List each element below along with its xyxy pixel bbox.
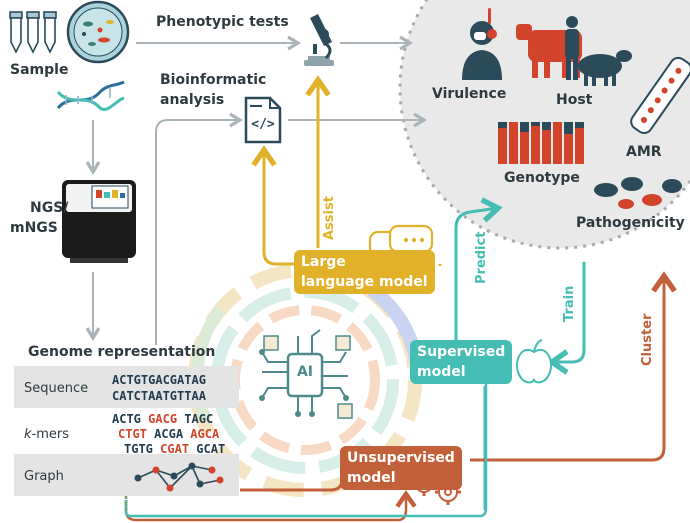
llm-box-line1: Large <box>301 254 346 270</box>
sequence-label: Sequence <box>24 381 89 396</box>
supervised-box-line2: model <box>417 364 466 380</box>
sick-person-icon <box>462 8 502 80</box>
phenotypic-tests-label: Phenotypic tests <box>156 14 289 30</box>
unsupervised-box-line1: Unsupervised <box>347 450 455 466</box>
supervised-box: Supervised model <box>410 340 513 384</box>
sheep-icon <box>578 50 632 86</box>
petri-dish-icon <box>66 0 130 64</box>
sequence-row <box>14 366 239 408</box>
sequencer-icon <box>62 180 136 263</box>
graph-label: Graph <box>24 469 64 484</box>
kmer: TGTG <box>124 442 153 456</box>
virulence-label: Virulence <box>432 86 507 102</box>
dna-icon <box>56 80 125 111</box>
genotype-label: Genotype <box>504 170 580 186</box>
llm-box-line2: language model <box>301 274 428 290</box>
kmers-label-suffix: -mers <box>31 427 70 442</box>
svg-text:</>: </> <box>251 117 275 132</box>
cluster-label: Cluster <box>640 313 655 366</box>
graph-row <box>14 454 239 496</box>
antibiotic-strip-icon <box>630 56 690 134</box>
ai-label: AI <box>296 364 314 380</box>
sequence-line2: CATCTAATGTTAA <box>112 389 206 403</box>
microscope-icon <box>304 14 334 66</box>
kmer: ACGA <box>154 427 184 441</box>
kmers-line1: ACTG GACG TAGC <box>112 412 213 427</box>
kmer: ACTG <box>112 412 141 426</box>
bacteria-icon <box>594 177 682 209</box>
kmer: CTGT <box>118 427 147 441</box>
kmers-label-k: k <box>24 427 32 442</box>
kmer: GCAT <box>196 442 226 456</box>
train-label: Train <box>562 285 577 322</box>
unsupervised-box-line2: model <box>347 470 396 486</box>
host-label: Host <box>556 92 593 108</box>
kmers-label: k-mers <box>24 427 69 442</box>
llm-arrows <box>251 75 442 266</box>
apple-icon <box>516 339 552 384</box>
farmer-icon <box>565 16 579 80</box>
kmers-line3: TGTG CGAT GCAT <box>124 442 225 457</box>
supervised-box-line1: Supervised <box>417 344 506 360</box>
bioinformatic-label-line2: analysis <box>160 92 225 108</box>
llm-box: Large language model <box>294 250 435 294</box>
feedback-lines <box>124 364 497 522</box>
kmer: CGAT <box>160 442 190 456</box>
ai-chip-icon <box>259 329 353 419</box>
kmer: GACG <box>148 412 178 426</box>
sample-tubes-icon <box>9 11 57 54</box>
pathogenicity-label: Pathogenicity <box>576 215 685 231</box>
genotype-barchart-icon <box>498 122 584 164</box>
sample-label: Sample <box>10 62 69 78</box>
assist-label: Assist <box>322 196 337 240</box>
sequence-line1: ACTGTGACGATAG <box>112 373 206 387</box>
kmer: AGCA <box>190 427 220 441</box>
gray-arrows <box>85 35 428 345</box>
unsupervised-box: Unsupervised model <box>340 446 462 490</box>
bioinformatic-label-line1: Bioinformatic <box>160 72 267 88</box>
genome-representation-label: Genome representation <box>28 344 216 360</box>
ngs-label-line1: NGS/ <box>30 200 69 216</box>
code-document-icon: </> <box>244 96 282 144</box>
predict-label: Predict <box>474 231 489 284</box>
kmer: TAGC <box>184 412 214 426</box>
amr-label: AMR <box>626 144 662 160</box>
kmers-line2: CTGT ACGA AGCA <box>118 427 219 442</box>
ngs-label-line2: mNGS <box>10 220 58 236</box>
